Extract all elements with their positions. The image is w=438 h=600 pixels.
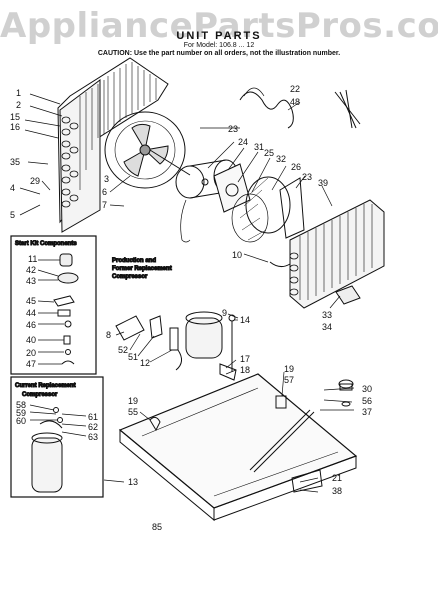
callout-40: 40 xyxy=(26,335,36,345)
model-line: For Model: 106.8 ... 12 xyxy=(183,42,255,49)
callout-58: 58 xyxy=(16,400,26,410)
callout-numbers: 1 2 15 16 35 29 4 5 6 7 3 23 24 31 25 32… xyxy=(10,84,372,532)
callout-32: 32 xyxy=(276,154,286,164)
callout-34: 34 xyxy=(322,322,332,332)
start-kit-box xyxy=(10,235,97,375)
page-number: 85 xyxy=(152,522,162,532)
callout-59: 59 xyxy=(16,408,26,418)
production-compressor-label-1: Production and xyxy=(112,258,156,264)
callout-63: 63 xyxy=(88,432,98,442)
callout-43: 43 xyxy=(26,276,36,286)
condenser-blower-wheel xyxy=(231,176,291,243)
callout-23a: 23 xyxy=(228,124,238,134)
callout-13: 13 xyxy=(128,477,138,487)
condenser-coil xyxy=(269,199,385,309)
callout-14: 14 xyxy=(240,315,250,325)
callout-51: 51 xyxy=(128,352,138,362)
callout-16: 16 xyxy=(10,122,20,132)
callout-26: 26 xyxy=(291,162,301,172)
coil-bracket xyxy=(335,285,361,305)
cap-tube-assembly xyxy=(239,87,361,129)
drain-fittings xyxy=(338,379,354,407)
callout-56: 56 xyxy=(362,396,372,406)
callout-45: 45 xyxy=(26,296,36,306)
callout-37: 37 xyxy=(362,407,372,417)
callout-30: 30 xyxy=(362,384,372,394)
callout-15: 15 xyxy=(10,112,20,122)
callout-62: 62 xyxy=(88,422,98,432)
callout-33: 33 xyxy=(322,310,332,320)
callout-24: 24 xyxy=(238,137,248,147)
callout-25: 25 xyxy=(264,148,274,158)
production-compressor xyxy=(115,311,237,381)
callout-11: 11 xyxy=(28,254,37,264)
callout-1: 1 xyxy=(16,88,21,98)
callout-42: 42 xyxy=(26,265,36,275)
diagram-title: UNIT PARTS xyxy=(176,30,262,42)
production-compressor-label-3: Compressor xyxy=(112,274,148,280)
production-compressor-label-2: Former Replacement xyxy=(112,266,172,272)
callout-48: 48 xyxy=(290,97,300,107)
leader-lines xyxy=(19,93,355,493)
callout-17: 17 xyxy=(240,354,250,364)
motor-mount xyxy=(213,163,251,213)
callout-20: 20 xyxy=(26,348,36,358)
current-compressor-box xyxy=(10,376,104,498)
callout-46: 46 xyxy=(26,320,36,330)
current-compressor-label-1: Current Replacement xyxy=(15,383,76,389)
callout-18: 18 xyxy=(240,365,250,375)
callout-61: 61 xyxy=(88,412,98,422)
callout-23b: 23 xyxy=(302,172,312,182)
shroud xyxy=(279,177,305,239)
callout-10: 10 xyxy=(232,250,242,260)
callout-6: 6 xyxy=(102,187,107,197)
callout-29: 29 xyxy=(30,176,40,186)
callout-12: 12 xyxy=(140,358,150,368)
callout-57: 57 xyxy=(284,375,294,385)
base-pan xyxy=(118,373,358,522)
callout-31: 31 xyxy=(254,142,264,152)
callout-21: 21 xyxy=(332,473,342,483)
callout-19b: 19 xyxy=(128,396,138,406)
watermark-text: AppliancePartsPros.com xyxy=(0,6,438,46)
callout-2: 2 xyxy=(16,100,21,110)
callout-35: 35 xyxy=(10,157,20,167)
callout-47: 47 xyxy=(26,359,36,369)
current-compressor-label-2: Compressor xyxy=(22,392,58,398)
callout-52: 52 xyxy=(118,345,128,355)
callout-8: 8 xyxy=(106,330,111,340)
callout-3: 3 xyxy=(104,174,109,184)
callout-55: 55 xyxy=(128,407,138,417)
callout-5: 5 xyxy=(10,210,15,220)
callout-7: 7 xyxy=(102,200,107,210)
evaporator-coil xyxy=(57,57,169,233)
blower-fan xyxy=(104,111,191,189)
caution-note: CAUTION: Use the part number on all orde… xyxy=(97,50,341,57)
callout-22: 22 xyxy=(290,84,300,94)
start-kit-label: Start Kit Components xyxy=(15,241,77,247)
callout-44: 44 xyxy=(26,308,36,318)
callout-39: 39 xyxy=(318,178,328,188)
callout-9: 9 xyxy=(222,308,227,318)
callout-38: 38 xyxy=(332,486,342,496)
callout-60: 60 xyxy=(16,416,26,426)
callout-19a: 19 xyxy=(284,364,294,374)
callout-4: 4 xyxy=(10,183,15,193)
